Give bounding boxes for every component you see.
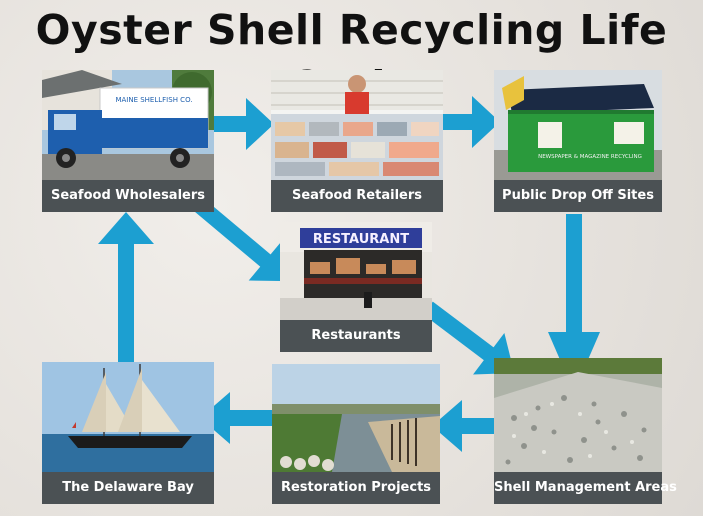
node-public-drop-off-sites: NEWSPAPER & MAGAZINE RECYCLING Public Dr… bbox=[494, 70, 662, 212]
node-label: Public Drop Off Sites bbox=[494, 180, 662, 212]
bin-text: NEWSPAPER & MAGAZINE RECYCLING bbox=[538, 154, 642, 160]
node-seafood-retailers: Seafood Retailers bbox=[271, 70, 443, 212]
truck-text: MAINE SHELLFISH CO. bbox=[115, 96, 192, 104]
arrow-bay-to-wholesalers bbox=[98, 212, 154, 366]
shoreline-photo bbox=[272, 364, 440, 472]
node-shell-management-areas: Shell Management Areas bbox=[494, 358, 677, 504]
restaurant-sign: RESTAURANT bbox=[313, 232, 409, 247]
node-seafood-wholesalers: MAINE SHELLFISH CO. Seafood Wholesalers bbox=[42, 70, 214, 212]
node-restoration-projects: Restoration Projects bbox=[272, 364, 440, 504]
node-label: Seafood Retailers bbox=[271, 180, 443, 212]
node-label: The Delaware Bay bbox=[42, 472, 214, 504]
arrow-wholesalers-to-restaurants bbox=[192, 197, 290, 282]
node-label: Shell Management Areas bbox=[494, 472, 677, 504]
node-label: Restoration Projects bbox=[272, 472, 440, 504]
truck-photo: MAINE SHELLFISH CO. bbox=[42, 70, 214, 180]
restaurant-photo: RESTAURANT bbox=[280, 222, 432, 320]
seafood-counter-photo bbox=[271, 70, 443, 180]
node-label: Seafood Wholesalers bbox=[42, 180, 214, 212]
schooner-photo bbox=[42, 362, 214, 472]
arrow-restoration-to-bay bbox=[200, 392, 286, 444]
node-label: Restaurants bbox=[280, 320, 432, 352]
node-the-delaware-bay: The Delaware Bay bbox=[42, 362, 214, 504]
node-restaurants: RESTAURANT Restaurants bbox=[280, 222, 432, 352]
shell-pile-photo bbox=[494, 358, 662, 472]
recycling-bin-photo: NEWSPAPER & MAGAZINE RECYCLING bbox=[494, 70, 662, 180]
